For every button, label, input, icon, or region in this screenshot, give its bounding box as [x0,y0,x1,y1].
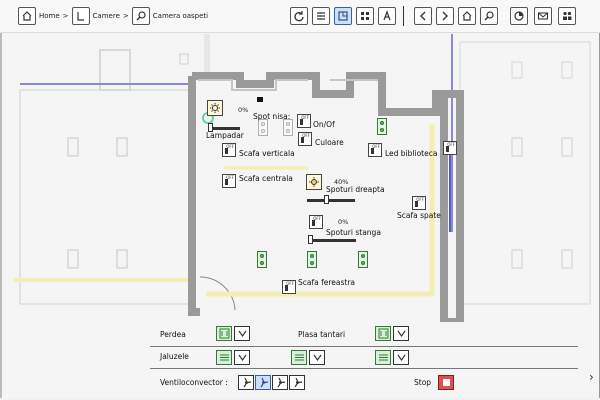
spoturi-stanga-slider[interactable] [308,235,356,244]
lampadar-level: 0% [238,106,249,114]
spoturi-dreapta-label: Spoturi dreapta [326,185,385,194]
scafa-spate-label: Scafa spate [397,211,441,220]
zoom-icon[interactable] [480,7,498,25]
mail-icon[interactable] [534,7,552,25]
culoare-label: Culoare [315,138,344,147]
control-panel: Perdea Plasa tantari Jaluzele Ventilocon… [0,322,600,400]
scafa-centrala-label: Scafa centrala [239,174,293,183]
fan-off-button[interactable] [238,375,254,390]
spoturi-dreapta-slider-knob[interactable] [324,195,329,204]
jaluzele2-open-button[interactable] [291,350,307,365]
plasa-tantari-label: Plasa tantari [298,330,346,339]
on-off-switch[interactable]: OFF [297,114,311,128]
jaluzele-open-button[interactable] [216,350,232,365]
led-biblioteca-label: Led biblioteca [385,149,438,158]
led-biblioteca-switch[interactable]: OFF [368,143,382,157]
next-icon[interactable] [436,7,454,25]
users-icon[interactable] [558,7,576,25]
lampadar-slider[interactable] [208,123,240,132]
jaluzele3-open-button[interactable] [375,350,391,365]
home-icon[interactable] [18,7,36,25]
ventiloconvector-label: Ventiloconvector : [160,378,228,387]
stop-label: Stop [414,378,432,387]
jaluzele-close-button[interactable] [234,350,250,365]
perdea-label: Perdea [160,330,186,339]
expand-chevron-icon[interactable]: › [589,370,594,384]
scafa-window-switch[interactable]: OFF [443,141,457,155]
breadcrumb-separator: > [122,12,129,20]
camera-icon[interactable] [71,7,90,25]
grid-icon[interactable] [356,7,374,25]
scafa-fereastra-label: Scafa fereastra [298,278,356,287]
spot-nisa-label: Spot nisa: [253,112,291,121]
spot-light-icon[interactable] [257,251,267,268]
refresh-icon[interactable] [290,7,308,25]
spot-light-icon[interactable] [358,251,368,268]
led-light-icon[interactable] [377,118,387,135]
spoturi-stanga-dimmer-icon[interactable]: OFF [309,215,323,229]
perdea-close-button[interactable] [234,326,250,341]
spoturi-dreapta-dimmer-icon[interactable] [306,174,322,190]
scafa-verticala-switch[interactable]: OFF [222,143,236,157]
breadcrumb-current: Camera oaspeti [152,12,209,20]
plasa-open-button[interactable] [375,326,391,341]
list-icon[interactable] [312,7,330,25]
scafa-fereastra-switch[interactable]: OFF [282,280,296,294]
culoare-switch[interactable]: OFF [298,132,312,146]
breadcrumb-camere[interactable]: Camere [92,12,120,20]
prev-icon[interactable] [414,7,432,25]
lampadar-slider-knob[interactable] [208,123,213,132]
lampadar-dimmer-icon[interactable] [207,100,223,116]
toolbar-divider [403,6,404,26]
spot-light-icon[interactable] [307,251,317,268]
fan-speed2-button[interactable] [272,375,288,390]
fan-speed3-button[interactable] [289,375,305,390]
spoturi-stanga-level: 0% [338,218,349,226]
on-off-label: On/Of [313,120,335,129]
perdea-open-button[interactable] [216,326,232,341]
spot-nisa-light-icon [283,119,293,136]
floorplan-icon[interactable] [334,7,352,25]
lampadar-label: Lampadar [206,131,244,140]
scafa-verticala-label: Scafa verticala [239,149,295,158]
divider [150,368,578,369]
jaluzele2-close-button[interactable] [309,350,325,365]
scafa-spate-switch[interactable]: OFF [412,196,426,210]
stop-button[interactable] [438,375,454,390]
breadcrumb: Home > Camere > Camera oaspeti [18,6,208,26]
breadcrumb-home[interactable]: Home [39,12,60,20]
floor-plan-drawing [14,34,591,322]
breadcrumb-separator: > [62,12,69,20]
search-icon[interactable] [131,7,150,25]
top-bar: Home > Camere > Camera oaspeti [0,0,600,33]
spoturi-dreapta-level: 40% [334,178,349,186]
spoturi-stanga-slider-knob[interactable] [308,235,313,244]
spoturi-stanga-label: Spoturi stanga [326,228,381,237]
spoturi-dreapta-slider[interactable] [307,195,355,204]
home-icon[interactable] [458,7,476,25]
jaluzele3-close-button[interactable] [393,350,409,365]
divider [150,346,578,347]
chart-icon[interactable] [510,7,528,25]
fan-speed1-button[interactable] [255,375,271,390]
plasa-close-button[interactable] [393,326,409,341]
spot-nisa-light-icon [258,119,268,136]
floor-plan: 0% Lampadar Spot nisa: OFF On/Of OFF Cul… [0,32,600,322]
scafa-centrala-switch[interactable]: OFF [222,174,236,188]
jaluzele-label: Jaluzele [160,352,189,361]
text-icon[interactable] [378,7,396,25]
